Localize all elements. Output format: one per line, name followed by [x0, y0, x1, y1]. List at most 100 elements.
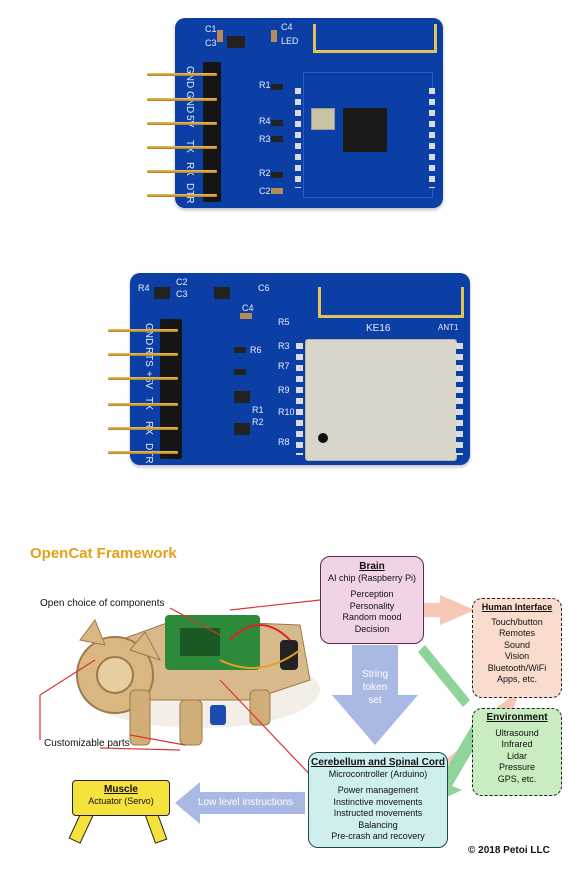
cerebellum-box: Cerebellum and Spinal Cord Microcontroll… [308, 752, 448, 848]
silk2-r7: R7 [278, 361, 290, 371]
silk2-ant1: ANT1 [438, 323, 459, 332]
silk2-c4: C4 [242, 303, 254, 313]
cereb-line-7: Pre-crash and recovery [331, 831, 425, 841]
silk-r4: R4 [259, 116, 271, 126]
human-heading: Human Interface [481, 602, 553, 612]
pin2-4 [108, 403, 178, 406]
string-token-arrow [332, 645, 418, 745]
silk2-ke16: KE16 [366, 323, 391, 334]
silk2-c3: C3 [176, 289, 188, 299]
res-r7 [234, 369, 246, 375]
module-pads-left [295, 88, 301, 188]
silk-c3: C3 [205, 38, 217, 48]
silk-r1: R1 [259, 80, 271, 90]
human-line-6: Apps, etc. [496, 674, 538, 684]
pin-6 [147, 194, 217, 197]
pin-header [203, 62, 221, 202]
diagram-title: OpenCat Framework [30, 545, 177, 562]
module2-pads-left [296, 343, 303, 455]
copyright: © 2018 Petoi LLC [468, 845, 550, 856]
crystal [311, 108, 335, 130]
module-dot [318, 433, 328, 443]
module2-pads-right [456, 343, 463, 455]
brain-line-3: Perception [350, 589, 394, 599]
brain-box: Brain AI chip (Raspberry Pi) Perception … [320, 556, 424, 644]
callout-components: Open choice of components [40, 598, 165, 609]
transistor-2 [214, 287, 230, 299]
brain-line-5: Random mood [342, 612, 402, 622]
silk2-r8: R8 [278, 437, 290, 447]
resistor-r3 [271, 136, 283, 142]
mcu-chip [343, 108, 387, 152]
silk-c4: C4 [281, 22, 293, 32]
pin-4 [147, 146, 217, 149]
string-token-label: String token set [352, 668, 398, 707]
env-line-5: GPS, etc. [497, 773, 537, 784]
low-level-arrow [175, 782, 305, 824]
silk2-r10: R10 [278, 407, 295, 417]
pin2-3 [108, 377, 178, 380]
pin-1 [147, 73, 217, 76]
brain-line-1: AI chip (Raspberry Pi) [327, 572, 417, 583]
cereb-heading: Cerebellum and Spinal Cord [311, 757, 445, 768]
low-level-label: Low level instructions [197, 797, 294, 808]
brain-line-4: Personality [349, 600, 395, 611]
regulator [227, 36, 245, 48]
environment-box: Environment Ultrasound Infrared Lidar Pr… [472, 708, 562, 796]
bottom-pcb: GND RTS +5V TX RX DTR R4 C2 C3 C6 C4 R5 … [130, 273, 470, 465]
env-line-2: Infrared [501, 739, 533, 749]
cap-c4 [271, 30, 277, 42]
wifi-antenna-2 [318, 287, 464, 318]
silk2-r2: R2 [252, 417, 264, 427]
resistor-r4 [271, 120, 283, 126]
env-heading: Environment [486, 712, 548, 723]
brain-line-6: Decision [354, 623, 390, 634]
env-line-1: Ultrasound [495, 727, 539, 738]
resistor-r2 [271, 172, 283, 178]
pin-2 [147, 98, 217, 101]
silk-c2: C2 [259, 186, 271, 196]
env-line-4: Pressure [498, 762, 535, 772]
silk2-r5: R5 [278, 317, 290, 327]
robot-cat-illustration [76, 615, 320, 746]
pin-3 [147, 122, 217, 125]
resistor-r1 [271, 84, 283, 90]
env-line-3: Lidar [506, 750, 527, 761]
transistor-4 [234, 423, 250, 435]
wifi-antenna [313, 24, 437, 53]
silk2-c6: C6 [258, 283, 270, 293]
human-interface-box: Human Interface Touch/button Remotes Sou… [472, 598, 562, 698]
top-board-photo: GND GND 5V TX RX DTR C1 C3 C4 LED R1 R4 … [0, 0, 579, 240]
silk2-r6: R6 [250, 345, 262, 355]
pin2-6 [108, 451, 178, 454]
esp-module-shield [305, 339, 457, 461]
pin-5 [147, 170, 217, 173]
human-line-3: Sound [503, 639, 531, 650]
human-line-5: Bluetooth/WiFi [487, 662, 547, 673]
cap-c6 [240, 313, 252, 319]
pin2-1 [108, 329, 178, 332]
string-token-text: String token set [361, 669, 389, 706]
silk2-c2: C2 [176, 277, 188, 287]
transistor-3 [234, 391, 250, 403]
silk-r2: R2 [259, 168, 271, 178]
human-line-2: Remotes [498, 628, 535, 638]
silk2-r1: R1 [252, 405, 264, 415]
pin2-5 [108, 427, 178, 430]
module-pads-right [429, 88, 435, 188]
callout-parts: Customizable parts [44, 738, 130, 749]
cereb-line-4: Instinctive movements [333, 796, 423, 807]
res-r6 [234, 347, 246, 353]
bottom-board-photo: GND RTS +5V TX RX DTR R4 C2 C3 C6 C4 R5 … [0, 255, 579, 485]
cap-c1 [217, 30, 223, 42]
silk2-r9: R9 [278, 385, 290, 395]
brain-heading: Brain [359, 561, 385, 572]
human-line-4: Vision [504, 651, 530, 661]
silk2-r3: R3 [278, 341, 290, 351]
muscle-heading: Muscle [104, 784, 138, 795]
silk2-r4: R4 [138, 283, 150, 293]
silk-r3: R3 [259, 134, 271, 144]
muscle-box: Muscle Actuator (Servo) [72, 780, 170, 816]
cap-c2 [271, 188, 283, 194]
